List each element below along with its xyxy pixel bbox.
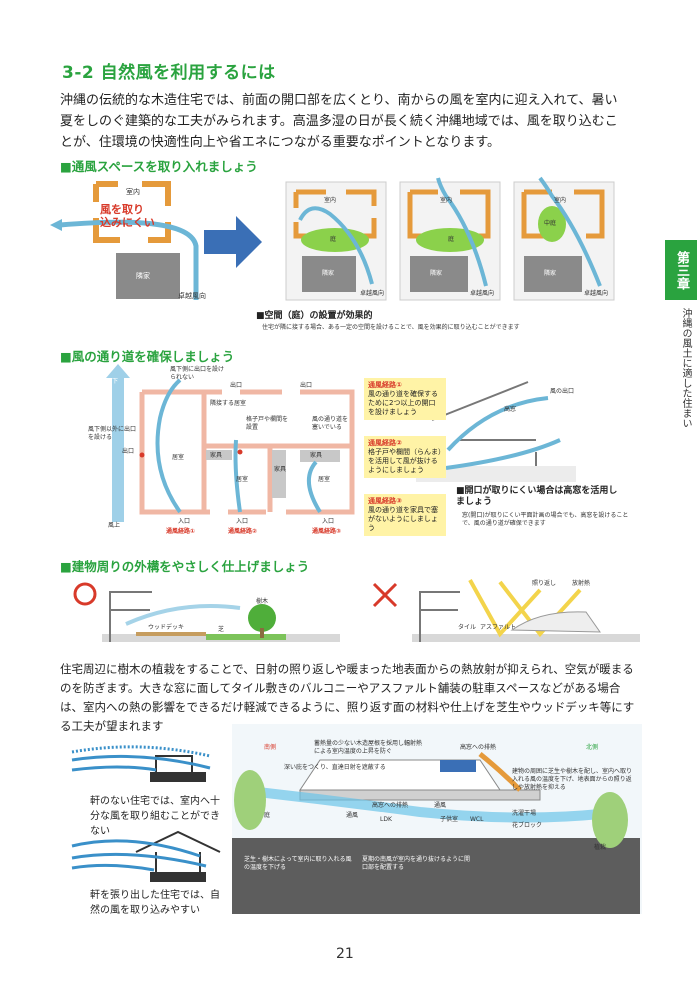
- bad-tile-label: タイル: [458, 624, 477, 631]
- illus-vent-top: 高窓への排熱: [460, 744, 497, 751]
- bad-neighbor-house: [116, 253, 180, 299]
- section2-heading: ■風の通り道を確保しましょう: [60, 349, 235, 364]
- illus-ventilate1: 通風: [346, 812, 359, 819]
- chapter-tab[interactable]: 第三章: [665, 240, 697, 300]
- panel2-wind: 卓越風向: [470, 290, 495, 297]
- illus-garden: 庭: [264, 812, 271, 819]
- section2-caption-title: ■開口が取りにくい場合は高窓を活用しましょう: [456, 486, 618, 507]
- illus-window-note: 夏期の南風が室内を通り抜けるように開口部を配置する: [362, 856, 471, 871]
- illus-roof-note: 蓄熱量の少ない木造屋根を採用し輻射熱による室内温度の上昇を防ぐ: [314, 740, 423, 755]
- bad-room-outline: [93, 181, 171, 243]
- bad-reflect-label: 照り返し: [532, 580, 557, 587]
- bad-room-label: 室内: [126, 188, 140, 196]
- route-note-1-text: 風の通り道を確保するために2つ以上の開口を設けましょう: [368, 390, 438, 416]
- section-highwindow-label: 高窓: [504, 406, 517, 413]
- section1-caption-title: ■空間（庭）の設置が効果的: [256, 311, 373, 321]
- plan-furniture3: 家具: [310, 452, 323, 459]
- illus-wcl: WCL: [470, 816, 484, 823]
- illus-ventilate2: 通風: [434, 802, 447, 809]
- plan-furniture2: 家具: [274, 466, 287, 473]
- illus-tree-note: 建物の周囲に芝生や樹木を配し、室内へ取り入れる風の温度を下げ、地表面からの照り返…: [512, 768, 633, 791]
- good-tree-label: 樹木: [256, 598, 269, 605]
- bad-neighbor-label: 隣家: [136, 272, 150, 280]
- panel3-wind: 卓越風向: [584, 290, 609, 297]
- direction-arrow: [204, 216, 262, 268]
- plan-entry2: 入口: [236, 518, 249, 525]
- section2-caption-text: 窓(開口)が取りにくい平面計画の場合でも、高窓を設けることで、風の通り道が確保で…: [462, 512, 629, 527]
- page-title: 3-2 自然風を利用するには: [62, 63, 276, 83]
- plan-exit2: 出口: [300, 382, 313, 389]
- illus-lawn-note: 芝生・樹木によって室内に取り入れる風の温度を下げる: [244, 856, 352, 871]
- plan-note-left: 風下側以外に出口を設ける: [88, 426, 137, 441]
- plan-note-door: 格子戸や欄間を設置: [246, 416, 289, 431]
- plan-room-adjacent: 隣接する居室: [210, 400, 247, 407]
- chapter-subtitle: 沖縄の風土に適した住まい: [680, 308, 691, 428]
- route-note-1-title: 通風経路①: [368, 381, 402, 389]
- plan-route1: 通風経路①: [166, 528, 196, 535]
- plan-living3: 居室: [318, 476, 331, 483]
- good-grass-label: 芝: [218, 626, 225, 633]
- plan-living2: 居室: [236, 476, 249, 483]
- section3-heading: ■建物周りの外構をやさしく仕上げましょう: [60, 559, 310, 574]
- bad-wind-arrow: [59, 219, 199, 300]
- route-note-2-text: 格子戸や欄間（らんま）を活用して風が抜けるようにしましょう: [368, 448, 442, 474]
- bad-warning-line2: 込みにくい: [100, 216, 155, 229]
- intro-paragraph: 沖縄の伝統的な木造住宅では、前面の開口部を広くとり、南からの風を室内に迎え入れて…: [60, 93, 618, 150]
- section3-paragraph: 住宅周辺に樹木の植栽をすることで、日射の照り返しや暖まった地表面からの熱放射が抑…: [60, 662, 635, 733]
- plan-kazashimo: 風下: [106, 378, 119, 385]
- good-deck-label: ウッドデッキ: [148, 624, 185, 631]
- illus-kids: 子供室: [440, 816, 459, 823]
- panel3-room: 室内: [554, 197, 567, 204]
- route-note-3-text: 風の通り道を家具で塞がないようにしましょう: [368, 506, 438, 532]
- page-number: 21: [336, 946, 354, 962]
- plan-exit1: 出口: [230, 382, 243, 389]
- plan-kazakami: 風上: [108, 522, 121, 529]
- illus-planting: 植栽: [594, 844, 607, 851]
- illus-eaves-note: 深い庇をつくり、直達日射を遮蔽する: [284, 764, 386, 771]
- illus-fan: 洗濯干場: [512, 810, 537, 817]
- route-note-2: 通風経路② 格子戸や欄間（らんま）を活用して風が抜けるようにしましょう: [364, 436, 446, 478]
- section1-heading: ■通風スペースを取り入れましょう: [60, 159, 258, 174]
- section1-caption-text: 住宅が隣に接する場合、ある一定の空間を設けることで、風を効果的に取り込むことがで…: [262, 324, 520, 331]
- panel3-neighbor: 隣家: [544, 270, 557, 277]
- panel1-garden: 庭: [330, 236, 337, 243]
- plan-living1: 居室: [172, 454, 185, 461]
- plan-route3: 通風経路③: [312, 528, 342, 535]
- panel3-garden: 中庭: [544, 220, 557, 227]
- panel1-neighbor: 隣家: [322, 270, 335, 277]
- bad-heat-label: 放射熱: [572, 580, 591, 587]
- panel2-garden: 庭: [448, 236, 455, 243]
- panel2-neighbor: 隣家: [430, 270, 443, 277]
- route-note-2-title: 通風経路②: [368, 439, 402, 447]
- section-exit-label: 風の出口: [550, 388, 575, 395]
- eaves-caption-1: 軒のない住宅では、室内へ十分な風を取り組むことができない: [90, 796, 220, 837]
- illus-vent-mid: 高窓への排熱: [372, 802, 409, 809]
- bad-asphalt-label: アスファルト: [480, 624, 517, 631]
- route-note-1: 通風経路① 風の通り道を確保するために2つ以上の開口を設けましょう: [364, 378, 446, 420]
- panel1-wind: 卓越風向: [360, 290, 385, 297]
- panel2-room: 室内: [440, 197, 453, 204]
- panel1-room: 室内: [324, 197, 337, 204]
- plan-exit-left: 出口: [122, 448, 135, 455]
- illus-ldk: LDK: [380, 816, 392, 823]
- eaves-caption-2: 軒を張り出した住宅では、自然の風を取り込みやすい: [90, 890, 220, 916]
- plan-entry3: 入口: [322, 518, 335, 525]
- route-note-3: 通風経路③ 風の通り道を家具で塞がないようにしましょう: [364, 494, 446, 536]
- plan-furniture1: 家具: [210, 452, 223, 459]
- route-note-3-title: 通風経路③: [368, 497, 402, 505]
- plan-entry1: 入口: [178, 518, 191, 525]
- plan-route2: 通風経路②: [228, 528, 258, 535]
- plan-note-top: 風下側に出口を設けられない: [170, 366, 225, 381]
- illus-south: 南側: [264, 744, 277, 751]
- bad-wind-label: 卓越風向: [178, 292, 206, 300]
- plan-note-path: 風の通り道を塞いでいる: [312, 416, 349, 431]
- illus-block: 花ブロック: [512, 822, 543, 829]
- illus-north: 北側: [586, 744, 599, 751]
- bad-warning-line1: 風を取り: [100, 203, 144, 216]
